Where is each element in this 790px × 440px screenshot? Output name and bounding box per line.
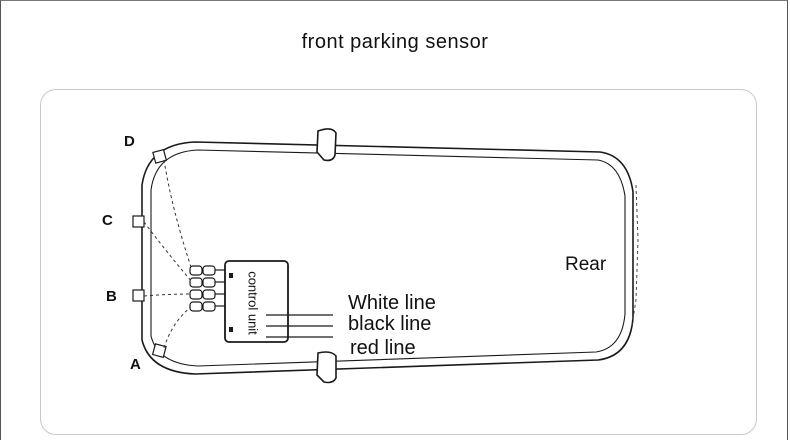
sensor-c-label: C <box>102 212 113 229</box>
car-body-outline <box>141 141 634 375</box>
right-mirror <box>316 351 337 384</box>
sensor-a-label: A <box>130 356 141 373</box>
control-unit-port-bottom <box>229 327 233 332</box>
sensor-d-label: D <box>124 133 135 150</box>
diagram-title: front parking sensor <box>301 31 489 53</box>
rear-label: Rear <box>565 254 607 275</box>
sensor-b-label: B <box>106 288 117 305</box>
sensor-b-box <box>132 289 145 302</box>
left-mirror <box>316 128 337 162</box>
sensor-cables <box>143 159 193 349</box>
car-body-inner-outline <box>150 149 626 367</box>
red-line-label: red line <box>350 337 416 359</box>
sensor-c-box <box>132 215 145 228</box>
output-wires <box>266 314 333 338</box>
control-unit-port-top <box>229 273 233 278</box>
black-line-label: black line <box>348 313 432 335</box>
control-unit-box <box>224 260 289 343</box>
plug-leads <box>215 269 225 307</box>
white-line-label: White line <box>348 292 436 314</box>
sensor-a-box <box>151 343 167 359</box>
control-unit-label: control unit <box>245 271 261 335</box>
rear-dashed-wire <box>631 184 639 326</box>
connector-plugs <box>189 265 216 312</box>
sensor-d-box <box>152 148 168 164</box>
